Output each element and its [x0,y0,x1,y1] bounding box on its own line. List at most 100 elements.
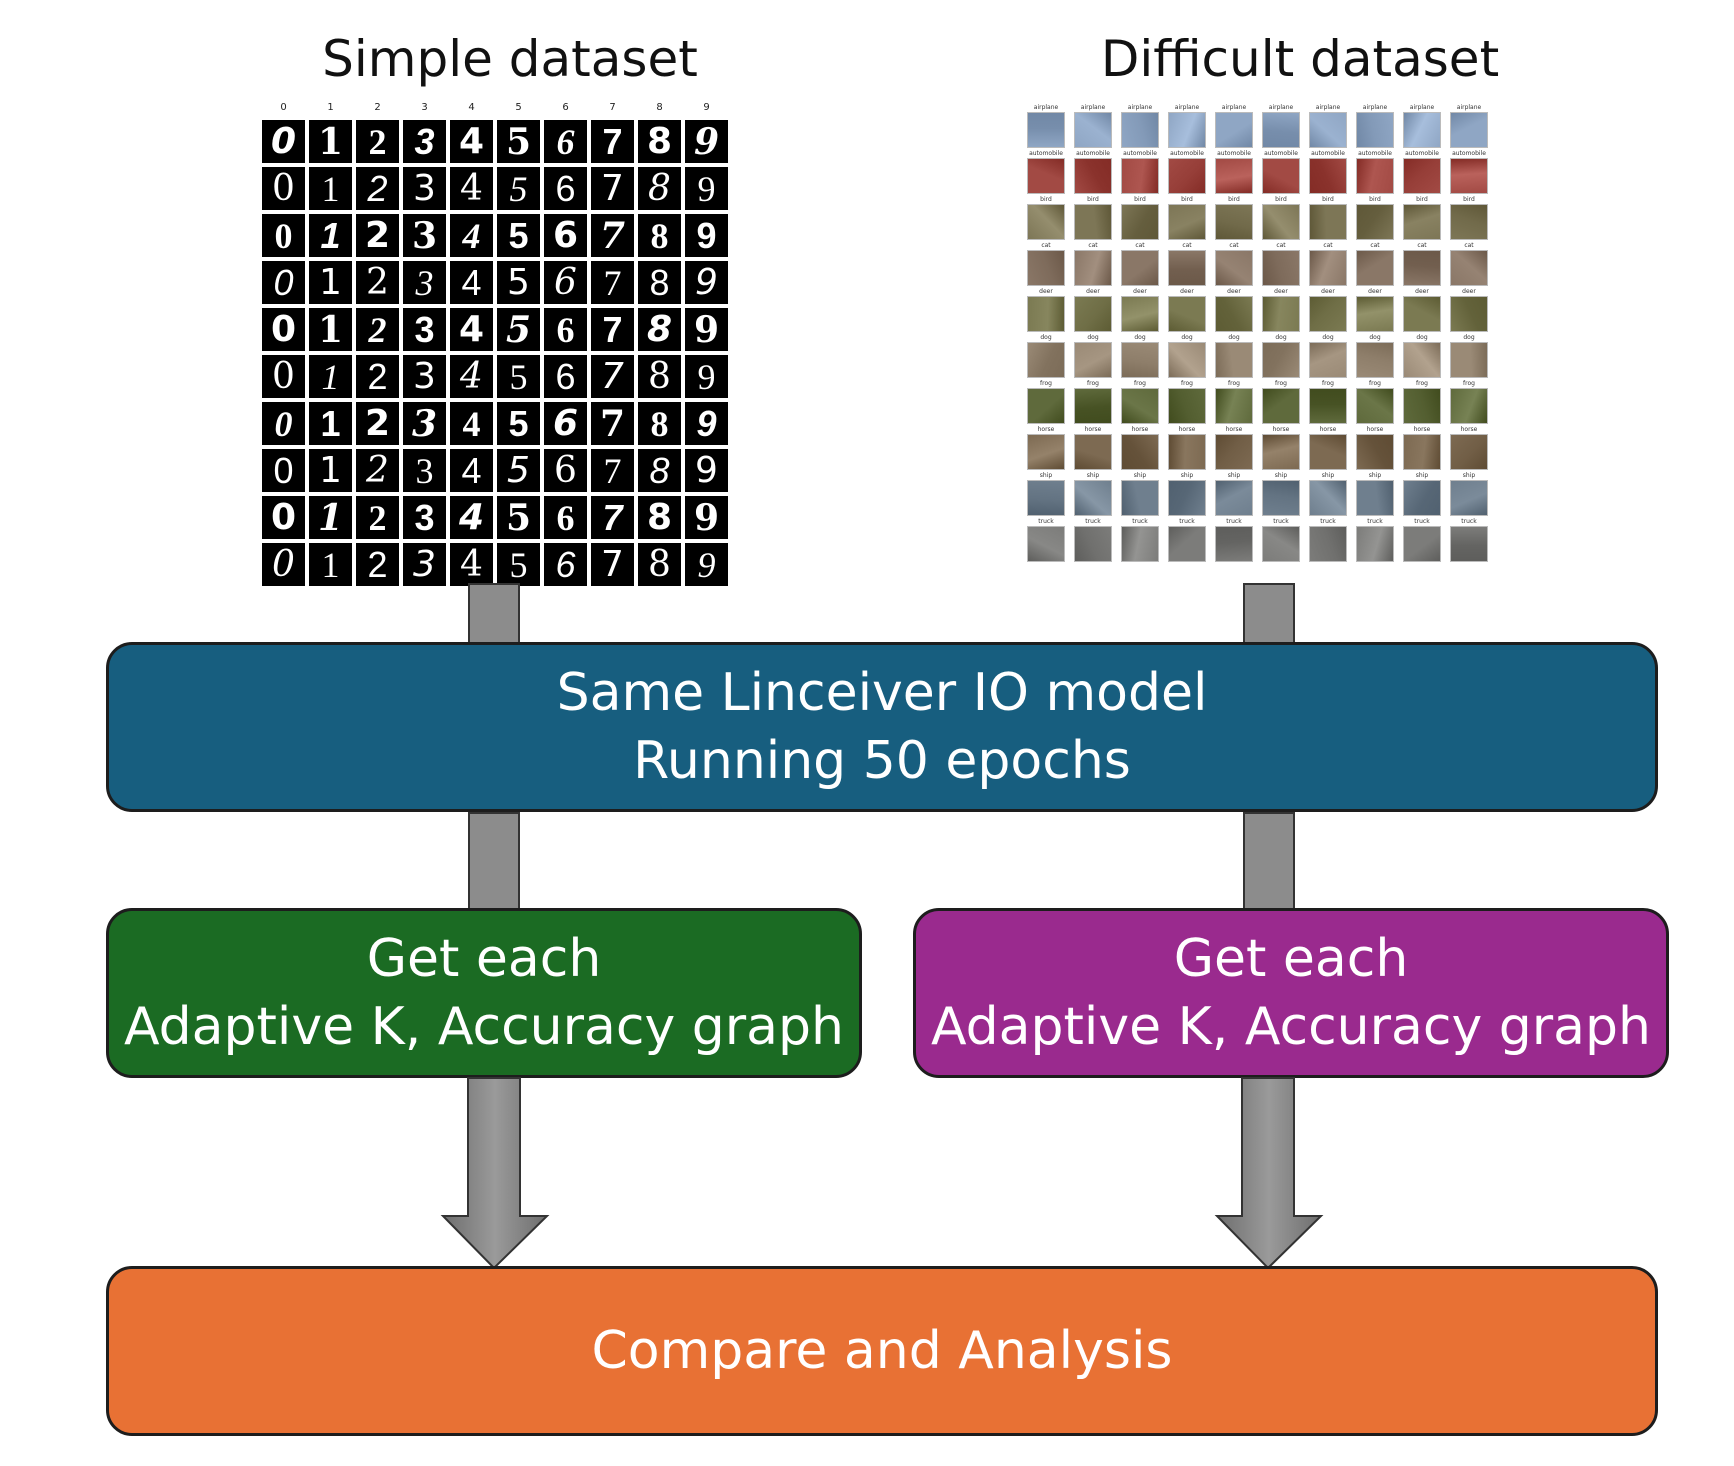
cifar-image-cell: dog [1356,334,1394,378]
mnist-digit-cell: 4 [450,449,493,492]
cifar-class-label: cat [1464,242,1474,249]
difficult-result-box: Get each Adaptive K, Accuracy graph [913,908,1669,1078]
mnist-digit-cell: 7 [591,167,634,210]
mnist-digit-cell: 9 [685,261,728,304]
mnist-digit-cell: 1 [309,120,352,163]
mnist-digit-cell: 0 [262,402,305,445]
cifar-image-cell: airplane [1168,104,1206,148]
cifar-class-label: automobile [1029,150,1063,157]
cifar-image-cell: deer [1215,288,1253,332]
mnist-column-label: 1 [327,102,334,113]
mnist-digit-cell: 0 [262,449,305,492]
cifar-class-label: horse [1272,426,1290,433]
cifar-image-cell: truck [1309,518,1347,562]
cifar-image-cell: frog [1403,380,1441,424]
cifar-class-label: cat [1041,242,1051,249]
cifar-image-cell: ship [1215,472,1253,516]
cifar-class-label: ship [1227,472,1241,479]
cifar-class-label: dog [1087,334,1099,341]
mnist-digit-cell: 3 [403,167,446,210]
cifar-class-label: dog [1369,334,1381,341]
mnist-digit-cell: 9 [685,308,728,351]
cifar-image-cell: deer [1356,288,1394,332]
cifar-class-label: dog [1040,334,1052,341]
cifar-class-label: truck [1320,518,1336,525]
mnist-digit-cell: 5 [497,214,540,257]
cifar-image-cell: horse [1074,426,1112,470]
cifar-class-label: deer [1462,288,1476,295]
mnist-digit-cell: 4 [450,120,493,163]
mnist-digit-cell: 6 [544,543,587,586]
mnist-digit-cell: 1 [309,449,352,492]
cifar-class-label: deer [1274,288,1288,295]
mnist-digit-cell: 0 [262,355,305,398]
cifar-class-label: truck [1038,518,1054,525]
cifar-image-cell: ship [1074,472,1112,516]
right-arrow-shaft-middle [1243,812,1295,912]
cifar-class-label: airplane [1268,104,1294,111]
cifar-image-cell: automobile [1356,150,1394,194]
cifar-class-label: bird [1040,196,1052,203]
cifar-class-label: truck [1367,518,1383,525]
cifar-class-label: horse [1366,426,1384,433]
mnist-digit-cell: 3 [403,402,446,445]
cifar-class-label: horse [1178,426,1196,433]
cifar-class-label: horse [1037,426,1055,433]
cifar-image-cell: deer [1403,288,1441,332]
mnist-digit-cell: 8 [638,543,681,586]
mnist-digit-cell: 9 [685,120,728,163]
cifar-image-cell: airplane [1027,104,1065,148]
cifar-class-label: dog [1463,334,1475,341]
mnist-digit-cell: 0 [262,214,305,257]
mnist-digit-cell: 6 [544,120,587,163]
cifar-image-cell: automobile [1309,150,1347,194]
cifar-class-label: horse [1413,426,1431,433]
cifar-class-label: ship [1180,472,1194,479]
cifar-image-cell: dog [1027,334,1065,378]
mnist-digit-cell: 7 [591,543,634,586]
mnist-digit-cell: 5 [497,308,540,351]
mnist-digit-cell: 4 [450,214,493,257]
cifar-image-cell: cat [1356,242,1394,286]
mnist-digit-cell: 3 [403,355,446,398]
mnist-digit-cell: 8 [638,496,681,539]
cifar-image-cell: frog [1356,380,1394,424]
mnist-digit-cell: 9 [685,496,728,539]
mnist-column-label: 6 [562,102,569,113]
cifar-image-cell: automobile [1074,150,1112,194]
mnist-digit-cell: 5 [497,449,540,492]
cifar-image-cell: horse [1215,426,1253,470]
mnist-digit-cell: 2 [356,402,399,445]
cifar-class-label: dog [1275,334,1287,341]
mnist-digit-cell: 4 [450,167,493,210]
cifar-image-cell: truck [1074,518,1112,562]
mnist-digit-cell: 5 [497,402,540,445]
cifar-image-cell: bird [1450,196,1488,240]
mnist-digit-cell: 6 [544,496,587,539]
cifar-image-cell: truck [1262,518,1300,562]
cifar-class-label: truck [1273,518,1289,525]
mnist-digit-cell: 0 [262,120,305,163]
cifar-image-cell: dog [1403,334,1441,378]
cifar-image-cell: airplane [1121,104,1159,148]
cifar-image-cell: truck [1168,518,1206,562]
cifar-image-cell: truck [1121,518,1159,562]
cifar-class-label: airplane [1080,104,1106,111]
cifar-image-cell: truck [1450,518,1488,562]
difficult-dataset-title: Difficult dataset [1100,30,1500,88]
simple-result-line2: Adaptive K, Accuracy graph [124,997,844,1057]
cifar-image-cell: frog [1121,380,1159,424]
cifar-class-label: deer [1039,288,1053,295]
cifar-class-label: airplane [1033,104,1059,111]
cifar-class-label: frog [1275,380,1287,387]
mnist-digit-cell: 6 [544,167,587,210]
mnist-digit-cell: 1 [309,308,352,351]
mnist-digit-cell: 4 [450,496,493,539]
cifar-class-label: airplane [1456,104,1482,111]
simple-result-box: Get each Adaptive K, Accuracy graph [106,908,862,1078]
cifar-class-label: ship [1368,472,1382,479]
mnist-digit-cell: 6 [544,355,587,398]
cifar-class-label: deer [1321,288,1335,295]
